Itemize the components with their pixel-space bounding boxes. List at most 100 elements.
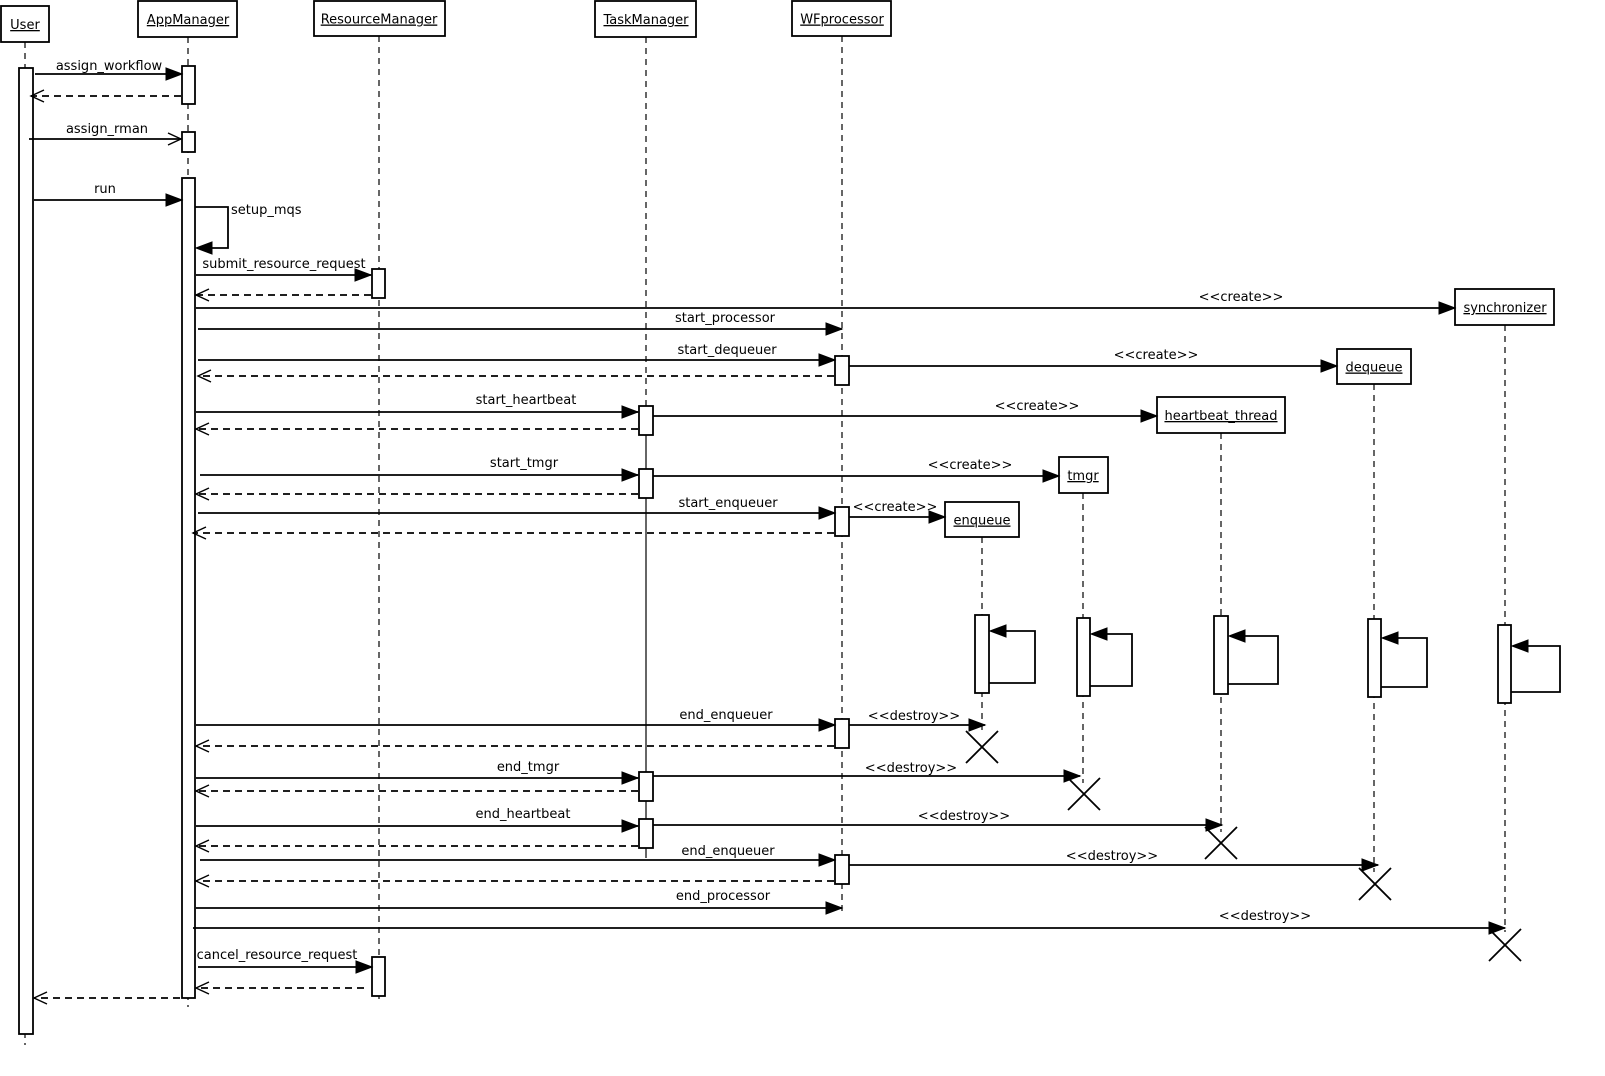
message-label-m28: <<destroy>>	[868, 709, 960, 724]
activation-bar-resourcemanager	[371, 268, 386, 299]
arrowhead-filled	[1320, 359, 1339, 373]
arrowhead-filled	[354, 268, 373, 282]
arrowhead-filled	[1380, 631, 1399, 645]
activation-bar-appmanager	[181, 131, 196, 153]
arrowhead-filled	[988, 624, 1007, 638]
activation-bar-dequeue	[1367, 618, 1382, 698]
message-arrow-m22	[989, 630, 1036, 684]
arrowhead-open	[32, 991, 48, 1005]
object-box-wfprocessor	[791, 0, 892, 37]
object-label-dequeue: dequeue	[1346, 361, 1403, 376]
arrowhead-filled	[165, 67, 184, 81]
arrowhead-filled	[818, 718, 837, 732]
message-label-m39: end_processor	[676, 889, 771, 904]
activation-bar-user	[18, 67, 34, 1035]
message-label-m3: assign_rman	[66, 122, 148, 137]
destroy-x-tmgr	[1067, 777, 1101, 811]
message-label-m5: setup_mqs	[231, 203, 302, 218]
activation-bar-appmanager	[181, 65, 196, 105]
activation-bar-taskmanager	[638, 468, 654, 499]
arrowhead-filled	[1140, 409, 1159, 423]
object-label-resourcemanager: ResourceManager	[321, 13, 438, 28]
arrowhead-open	[191, 526, 207, 540]
arrowhead-open	[194, 288, 210, 302]
object-box-appmanager	[137, 0, 238, 38]
object-label-enqueue: enqueue	[954, 514, 1011, 529]
arrowhead-open	[194, 487, 210, 501]
destroy-x-synchronizer	[1488, 928, 1522, 962]
object-label-tmgr: tmgr	[1067, 469, 1099, 484]
object-box-user	[0, 5, 50, 43]
activation-bar-wfprocessor	[834, 854, 850, 885]
activation-bar-heartbeat_thread	[1213, 615, 1229, 695]
arrowhead-filled	[818, 853, 837, 867]
arrowhead-filled	[1438, 301, 1457, 315]
destroy-x-dequeue	[1358, 867, 1392, 901]
arrowhead-filled	[818, 353, 837, 367]
activation-bar-wfprocessor	[834, 355, 850, 386]
activation-bar-synchronizer	[1497, 624, 1512, 704]
message-label-m4: run	[94, 182, 116, 197]
arrowhead-open	[194, 422, 210, 436]
arrowhead-open	[194, 874, 210, 888]
message-arrow-m25	[1381, 637, 1428, 688]
message-label-m34: <<destroy>>	[918, 809, 1010, 824]
arrowhead-open	[194, 784, 210, 798]
message-label-m9: start_processor	[675, 311, 776, 326]
arrowhead-filled	[194, 241, 213, 255]
object-box-enqueue	[944, 501, 1020, 538]
message-label-m31: <<destroy>>	[865, 761, 957, 776]
arrowhead-filled	[968, 718, 987, 732]
arrowhead-filled	[825, 322, 844, 336]
arrowhead-filled	[1361, 858, 1380, 872]
message-arrow-m26	[1511, 645, 1561, 693]
activation-bar-appmanager	[181, 177, 196, 999]
object-label-synchronizer: synchronizer	[1463, 301, 1547, 316]
message-label-m1: assign_workflow	[56, 59, 163, 74]
message-label-m41: cancel_resource_request	[197, 948, 358, 963]
object-label-appmanager: AppManager	[147, 13, 230, 28]
message-label-m19: start_enqueuer	[678, 496, 778, 511]
activation-bar-enqueue	[974, 614, 990, 694]
arrowhead-open	[196, 369, 212, 383]
arrowhead-filled	[1510, 639, 1529, 653]
object-label-heartbeat_thread: heartbeat_thread	[1164, 409, 1277, 424]
arrowhead-filled	[621, 771, 640, 785]
object-box-tmgr	[1058, 456, 1109, 494]
destroy-x-heartbeat_thread	[1204, 826, 1238, 860]
arrowhead-filled	[1063, 769, 1082, 783]
destroy-x-enqueue	[965, 730, 999, 764]
activation-bar-wfprocessor	[834, 506, 850, 537]
object-label-taskmanager: TaskManager	[602, 13, 689, 28]
arrowhead-filled	[621, 468, 640, 482]
arrowhead-filled	[1089, 627, 1108, 641]
message-label-m37: <<destroy>>	[1066, 849, 1158, 864]
object-box-synchronizer	[1454, 288, 1555, 326]
arrowhead-open	[29, 89, 45, 103]
message-label-m13: start_heartbeat	[476, 393, 577, 408]
message-label-m10: start_dequeuer	[677, 343, 777, 358]
arrowhead-filled	[621, 405, 640, 419]
activation-bar-taskmanager	[638, 818, 654, 849]
message-arrow-m23	[1090, 633, 1133, 687]
message-label-m27: end_enqueuer	[679, 708, 773, 723]
object-box-resourcemanager	[313, 0, 446, 37]
message-label-m20: <<create>>	[853, 500, 938, 515]
message-label-m33: end_heartbeat	[476, 807, 571, 822]
arrowhead-filled	[621, 819, 640, 833]
arrowhead-filled	[1205, 818, 1224, 832]
arrowhead-open	[167, 132, 183, 146]
object-box-taskmanager	[594, 0, 697, 38]
message-label-m11: <<create>>	[1114, 348, 1199, 363]
message-label-m6: submit_resource_request	[202, 257, 365, 272]
message-label-m16: start_tmgr	[490, 456, 559, 471]
activation-bar-taskmanager	[638, 405, 654, 436]
arrowhead-filled	[928, 510, 947, 524]
message-label-m40: <<destroy>>	[1219, 909, 1311, 924]
message-label-m14: <<create>>	[995, 399, 1080, 414]
arrowhead-open	[194, 839, 210, 853]
object-label-user: User	[10, 18, 40, 33]
object-label-wfprocessor: WFprocessor	[800, 13, 884, 28]
activation-bar-taskmanager	[638, 771, 654, 802]
